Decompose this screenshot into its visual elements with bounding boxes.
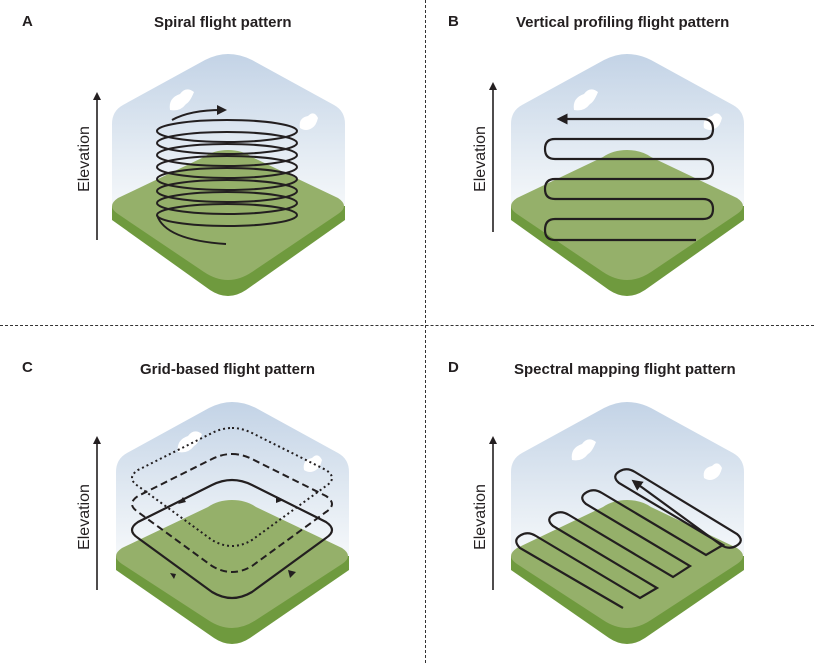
panel-b-cloud [703,113,722,130]
panel-c-direction-arrow [288,570,296,578]
panel-c-dashed-grid-path [131,452,333,573]
panel-a-title: Spiral flight pattern [154,14,292,31]
panel-c-cloud [303,455,322,472]
panel-c-dotted-grid-path [131,426,333,547]
panel-d-cloud [571,439,596,461]
panel-b-cloud [573,89,598,111]
panel-b-profiling-path [543,113,715,242]
panel-d-title: Spectral mapping flight pattern [514,361,736,378]
panel-b-ground-top [511,150,743,280]
panel-c-letter: C [22,359,33,376]
panel-c-direction-arrow [276,496,284,503]
panel-d-scene [489,402,744,644]
panel-b-scene [489,54,744,296]
vertical-divider [425,0,426,663]
panel-c-title: Grid-based flight pattern [140,361,316,378]
panel-c-sky [116,402,349,563]
panel-c-scene [93,402,349,644]
horizontal-divider [0,325,814,326]
panel-c-solid-grid-path [130,478,334,600]
panel-c-direction-arrow [170,573,176,579]
panel-b-title: Vertical profiling flight pattern [516,14,730,31]
panel-d-ground-top [511,500,743,628]
panel-a-ground-top [112,150,344,280]
panel-d-letter: D [448,359,459,376]
panel-c-ground-top [116,500,348,628]
panel-a-scene [93,54,345,296]
panel-a-cloud [169,89,194,111]
panel-b-letter: B [448,13,459,30]
panel-a-spiral-path [156,105,298,245]
panel-d-cloud [703,463,722,480]
panel-a-cloud [299,113,318,130]
panel-a-letter: A [22,13,33,30]
panel-d-mapping-path [515,468,742,609]
panel-c-direction-arrow [178,497,186,504]
